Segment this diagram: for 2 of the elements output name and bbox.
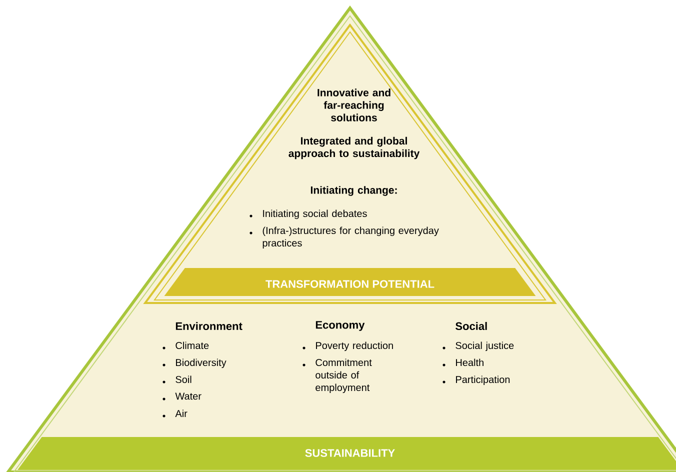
band: SUSTAINABILITY [18, 437, 676, 470]
band: TRANSFORMATION POTENTIAL [164, 268, 536, 296]
